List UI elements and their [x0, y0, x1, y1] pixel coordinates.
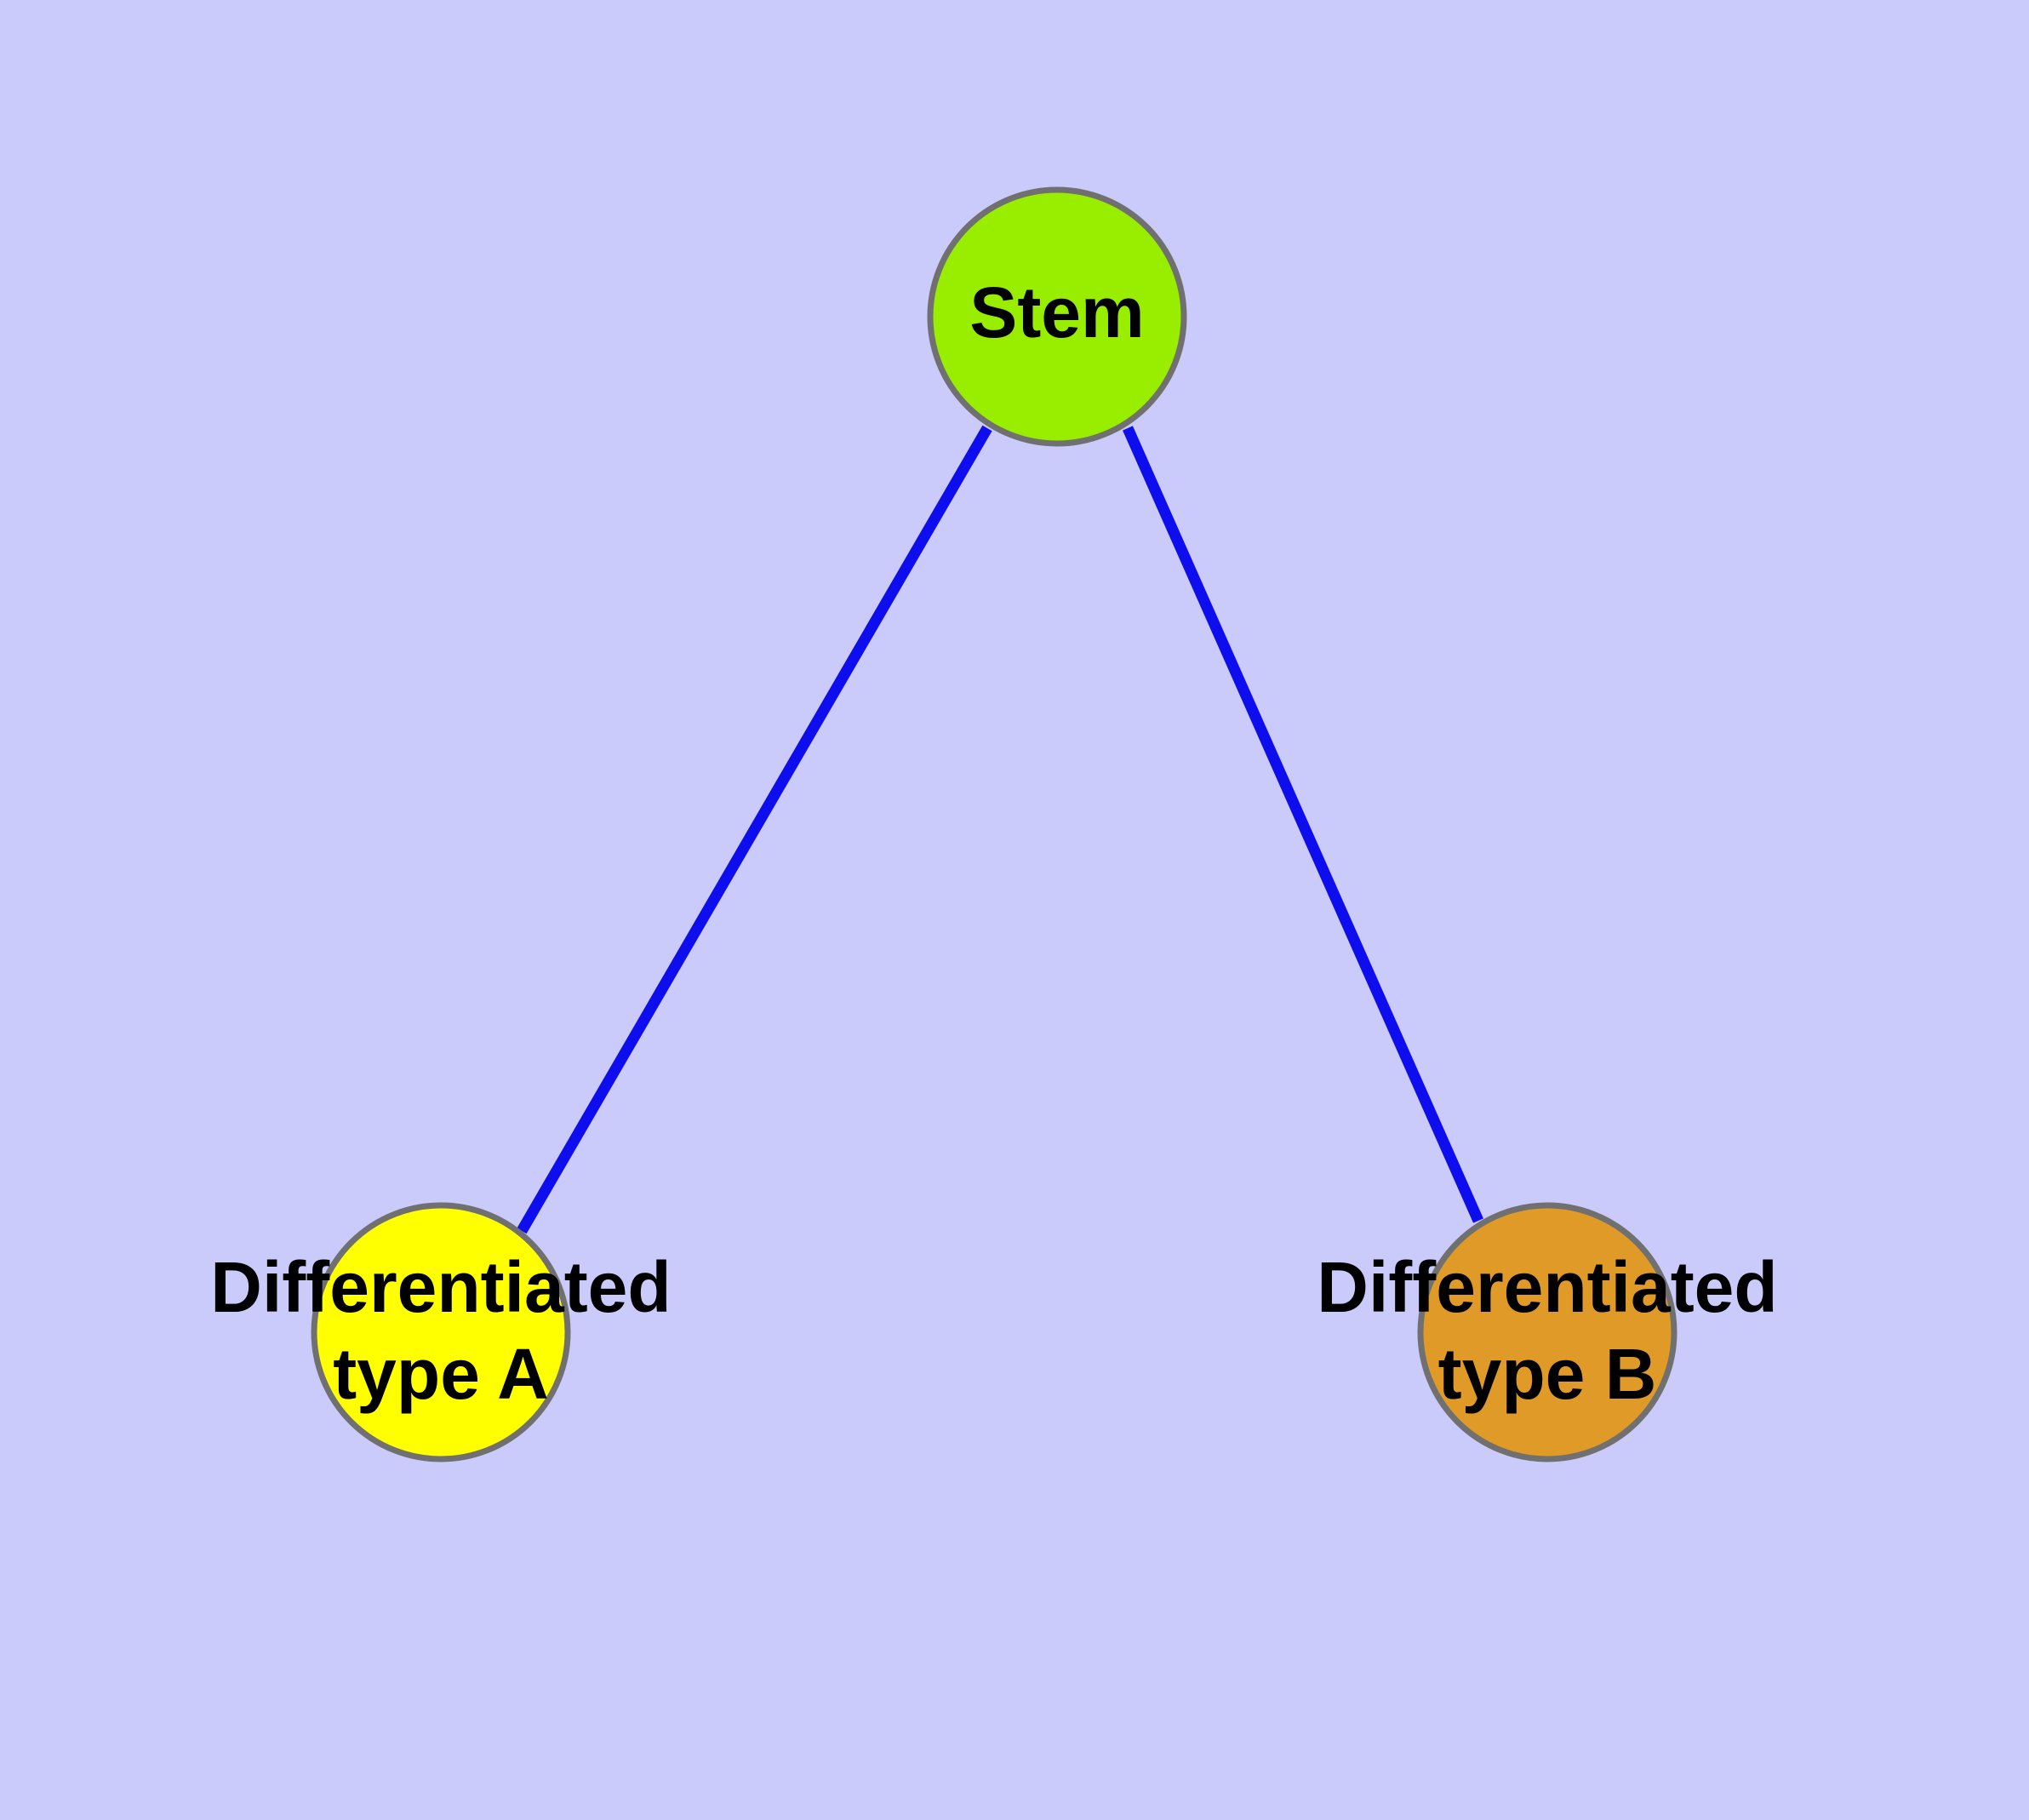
node-differentiated-type-a-circle[interactable]: [311, 1202, 571, 1462]
edge-group: [517, 425, 1483, 1234]
node-differentiated-type-a-label-line1: Differentiated: [210, 1247, 671, 1327]
node-stem-label: Stem: [969, 272, 1144, 352]
edge-stem-to-differentiated-type-a[interactable]: [517, 425, 992, 1234]
node-group: [311, 186, 1677, 1462]
node-differentiated-type-a-label-line2: type A: [333, 1334, 549, 1414]
node-differentiated-type-b-label-line1: Differentiated: [1317, 1247, 1777, 1327]
node-stem[interactable]: [927, 186, 1187, 447]
node-differentiated-type-a[interactable]: [311, 1202, 571, 1462]
node-differentiated-type-b-label-line2: type B: [1438, 1334, 1657, 1414]
node-differentiated-type-b-circle[interactable]: [1417, 1202, 1677, 1462]
node-differentiated-type-b[interactable]: [1417, 1202, 1677, 1462]
node-stem-circle[interactable]: [927, 186, 1187, 447]
label-group: Stem Differentiated type A Differentiate…: [210, 272, 1777, 1414]
edge-stem-to-differentiated-type-b[interactable]: [1123, 426, 1483, 1223]
